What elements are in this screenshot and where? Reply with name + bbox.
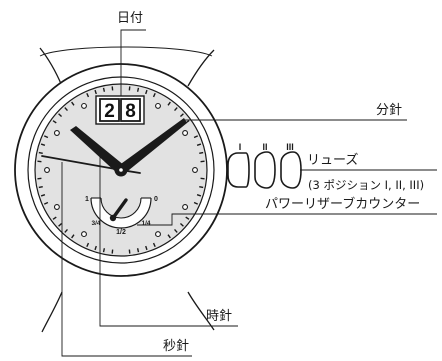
minute-tick xyxy=(152,242,156,248)
power-reserve-label-3-4: 3/4 xyxy=(91,220,100,227)
minute-tick xyxy=(40,143,46,146)
minute-tick xyxy=(193,201,199,205)
minute-tick xyxy=(185,216,190,220)
minute-tick xyxy=(145,89,148,95)
minute-tick xyxy=(94,89,97,95)
label-hour-hand: 時針 xyxy=(206,309,232,324)
minute-tick xyxy=(193,135,199,139)
leader-lines xyxy=(61,29,437,357)
minute-tick xyxy=(167,234,171,239)
hour-marker xyxy=(155,231,161,238)
minute-tick xyxy=(145,245,148,251)
crown-position-1: I xyxy=(239,142,242,152)
minute-tick xyxy=(136,87,140,92)
minute-tick xyxy=(38,151,43,155)
minute-tick xyxy=(179,223,184,227)
watch-strap xyxy=(39,46,215,333)
minute-tick xyxy=(52,120,57,124)
minute-tick xyxy=(136,248,140,253)
power-reserve-label-1-2: 1/2 xyxy=(116,229,126,236)
hour-marker xyxy=(53,130,60,136)
hour-marker xyxy=(182,204,189,210)
minute-tick xyxy=(174,107,178,112)
label-power-reserve: パワーリザーブカウンター xyxy=(265,196,420,212)
minute-tick xyxy=(58,223,63,227)
crown-position-3: III xyxy=(286,142,294,152)
hour-marker xyxy=(182,130,189,136)
label-crown: リューズ xyxy=(307,152,358,168)
minute-tick xyxy=(196,194,202,197)
minute-tick xyxy=(94,245,97,251)
date-digit-2: 8 xyxy=(125,101,136,122)
crown: I II III xyxy=(227,142,302,189)
minute-tick xyxy=(196,143,202,146)
power-reserve-pointer xyxy=(111,198,128,220)
power-reserve-label-1-4: 1/4 xyxy=(141,220,150,227)
minute-tick xyxy=(179,113,184,117)
minute-tick xyxy=(86,242,90,248)
minute-tick xyxy=(167,101,171,106)
hour-marker xyxy=(81,102,87,109)
hour-markers xyxy=(44,102,198,238)
minute-tick xyxy=(43,135,49,139)
minute-tick xyxy=(52,216,57,220)
power-reserve-label-full: 1 xyxy=(85,196,89,203)
minute-tick xyxy=(71,101,75,106)
date-digit-1: 2 xyxy=(104,101,115,122)
minute-tick xyxy=(86,92,90,98)
power-reserve-label-empty: 0 xyxy=(154,196,158,203)
hour-marker xyxy=(155,102,161,109)
minute-tick xyxy=(40,194,46,197)
date-window: 2 8 xyxy=(95,95,145,125)
minute-tick xyxy=(38,185,43,189)
minute-tick xyxy=(58,113,63,117)
minute-tick xyxy=(152,92,156,98)
minute-tick xyxy=(43,201,49,205)
label-date: 日付 xyxy=(117,11,143,26)
minute-tick xyxy=(64,107,68,112)
hour-marker xyxy=(44,167,50,173)
label-second-hand: 秒針 xyxy=(163,339,189,354)
minute-tick xyxy=(102,248,106,253)
crown-position-2: II xyxy=(262,142,267,152)
minute-tick xyxy=(71,234,75,239)
minute-tick xyxy=(174,228,178,233)
hour-hand xyxy=(70,126,125,174)
hour-marker xyxy=(192,167,198,173)
label-minute-hand: 分針 xyxy=(376,103,402,118)
hour-marker xyxy=(53,204,60,210)
minute-ticks xyxy=(37,86,205,254)
minute-tick xyxy=(199,185,204,189)
power-reserve-subdial: 1 3/4 1/2 1/4 0 xyxy=(85,196,158,236)
minute-tick xyxy=(102,87,106,92)
minute-tick xyxy=(64,228,68,233)
minute-hand xyxy=(118,118,187,174)
label-crown-positions: (3 ポジション I, II, III) xyxy=(308,178,424,192)
minute-tick xyxy=(199,151,204,155)
second-hand xyxy=(41,155,122,171)
hour-marker xyxy=(81,231,87,238)
